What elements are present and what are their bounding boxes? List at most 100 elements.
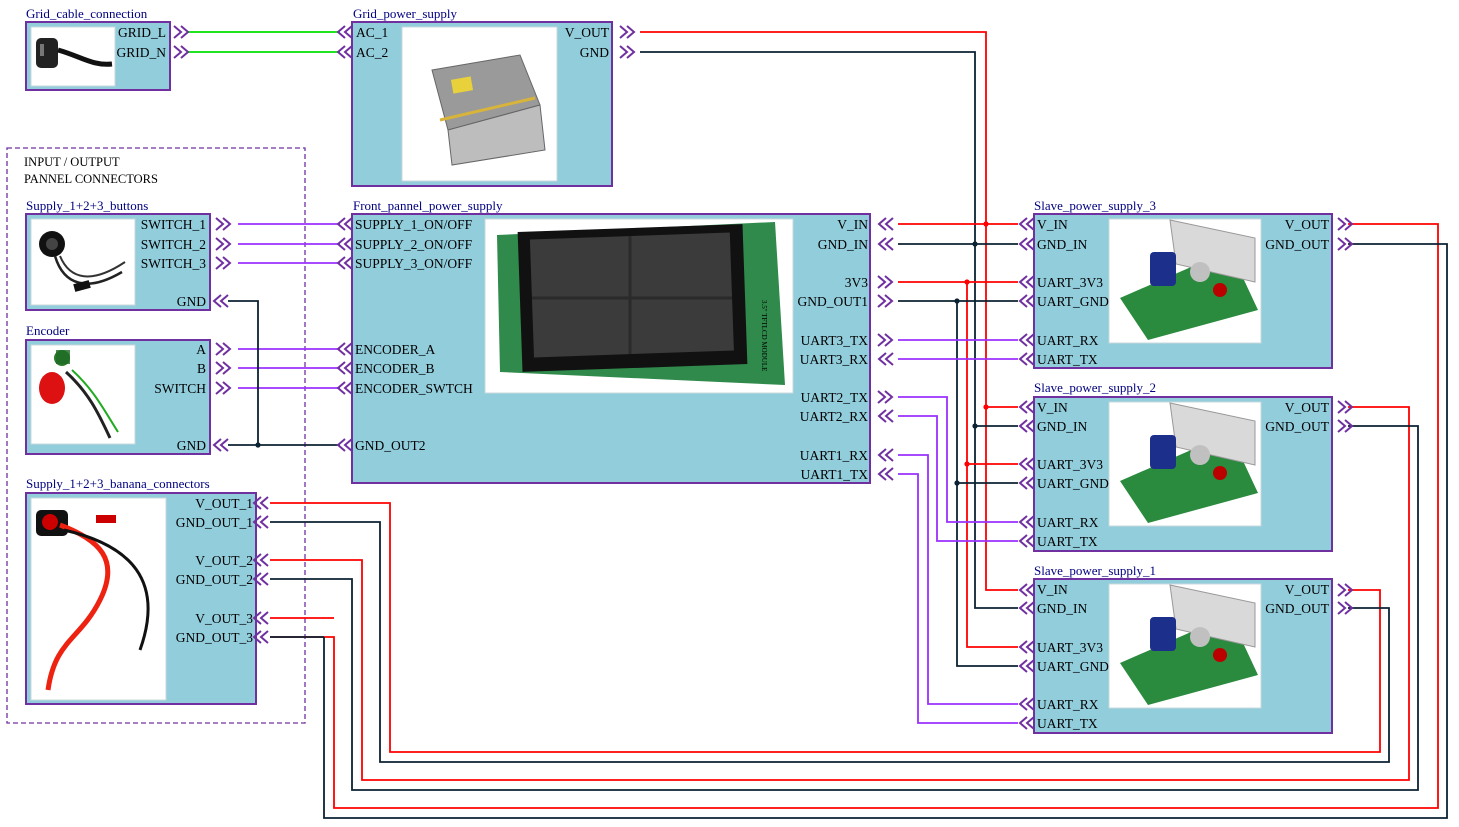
- port-gndout2: GND_OUT_2: [176, 572, 253, 587]
- port-s2-gndin: GND_IN: [1037, 419, 1087, 434]
- block-title-slave3: Slave_power_supply_3: [1034, 198, 1156, 213]
- connector-chevron: [1027, 353, 1034, 365]
- port-front-uart2-rx: UART2_RX: [800, 409, 868, 424]
- port-front-3v3: 3V3: [845, 275, 868, 290]
- connector-chevron: [345, 439, 352, 451]
- block-title-banana: Supply_1+2+3_banana_connectors: [26, 476, 210, 491]
- connector-chevron: [886, 353, 893, 365]
- wire-uart1-tx: [898, 474, 1018, 723]
- connector-chevron: [1027, 295, 1034, 307]
- connector-chevron: [1027, 477, 1034, 489]
- port-s3-vout: V_OUT: [1285, 217, 1330, 232]
- connector-chevron: [1027, 334, 1034, 346]
- port-grid-n: GRID_N: [117, 45, 167, 60]
- port-s2-uartgnd: UART_GND: [1037, 476, 1109, 491]
- port-switch2: SWITCH_2: [141, 237, 206, 252]
- port-encoder-a: A: [196, 342, 206, 357]
- connector-chevron: [1338, 218, 1345, 230]
- port-s3-vin: V_IN: [1037, 217, 1068, 232]
- port-s3-gndout: GND_OUT: [1265, 237, 1329, 252]
- port-s2-uarttx: UART_TX: [1037, 534, 1098, 549]
- port-s1-vin: V_IN: [1037, 582, 1068, 597]
- port-encoder-gnd: GND: [177, 438, 206, 453]
- connector-chevron: [345, 257, 352, 269]
- display-image: 3.5" TFTLCD MODULE: [497, 222, 785, 385]
- connector-chevron: [261, 516, 268, 528]
- connector-chevron: [878, 276, 885, 288]
- port-ac2: AC_2: [356, 45, 388, 60]
- connector-chevron: [620, 26, 627, 38]
- connector-chevron: [878, 391, 885, 403]
- panel-title-line1: INPUT / OUTPUT: [24, 155, 120, 169]
- connector-chevron: [221, 295, 228, 307]
- connector-chevron: [1338, 420, 1345, 432]
- connector-chevron: [1027, 401, 1034, 413]
- connector-chevron: [1027, 535, 1034, 547]
- connector-chevron: [1027, 458, 1034, 470]
- connector-chevron: [345, 26, 352, 38]
- port-encoder-switch: SWITCH: [154, 381, 206, 396]
- connector-chevron: [886, 468, 893, 480]
- connector-chevron: [886, 218, 893, 230]
- connector-chevron: [1027, 717, 1034, 729]
- port-encoder-b: B: [197, 361, 206, 376]
- port-front-gndout1: GND_OUT1: [798, 294, 869, 309]
- block-title-slave2: Slave_power_supply_2: [1034, 380, 1156, 395]
- connector-chevron: [174, 46, 181, 58]
- connector-chevron: [1027, 218, 1034, 230]
- port-switch3: SWITCH_3: [141, 256, 206, 271]
- port-ac1: AC_1: [356, 25, 388, 40]
- connector-chevron: [345, 382, 352, 394]
- connector-chevron: [1338, 602, 1345, 614]
- connector-chevron: [261, 554, 268, 566]
- port-front-vin: V_IN: [837, 217, 868, 232]
- port-s2-uart3v3: UART_3V3: [1037, 457, 1103, 472]
- connector-chevron: [886, 449, 893, 461]
- port-front-gndin: GND_IN: [818, 237, 868, 252]
- panel-title-line2: PANNEL CONNECTORS: [24, 172, 158, 186]
- port-s1-uartgnd: UART_GND: [1037, 659, 1109, 674]
- connector-chevron: [174, 26, 181, 38]
- connector-chevron: [886, 238, 893, 250]
- port-s1-gndin: GND_IN: [1037, 601, 1087, 616]
- port-supply3: SUPPLY_3_ON/OFF: [355, 256, 473, 271]
- connector-chevron: [261, 497, 268, 509]
- connector-chevron: [620, 46, 627, 58]
- block-title-grid-cable: Grid_cable_connection: [26, 6, 148, 21]
- connector-chevron: [216, 257, 223, 269]
- connector-chevron: [345, 362, 352, 374]
- port-s3-gndin: GND_IN: [1037, 237, 1087, 252]
- port-vout2: V_OUT_2: [195, 553, 253, 568]
- port-s3-uarttx: UART_TX: [1037, 352, 1098, 367]
- connector-chevron: [1027, 516, 1034, 528]
- connector-chevron: [1027, 641, 1034, 653]
- connector-chevron: [261, 631, 268, 643]
- connector-chevron: [216, 218, 223, 230]
- connector-chevron: [878, 334, 885, 346]
- display-module-label: 3.5" TFTLCD MODULE: [760, 300, 768, 371]
- port-s3-uartgnd: UART_GND: [1037, 294, 1109, 309]
- port-s3-uartrx: UART_RX: [1037, 333, 1099, 348]
- port-s1-uart3v3: UART_3V3: [1037, 640, 1103, 655]
- connector-chevron: [1027, 660, 1034, 672]
- port-s2-uartrx: UART_RX: [1037, 515, 1099, 530]
- block-title-slave1: Slave_power_supply_1: [1034, 563, 1156, 578]
- connector-chevron: [345, 218, 352, 230]
- connector-chevron: [1027, 420, 1034, 432]
- port-front-encoder-a: ENCODER_A: [355, 342, 435, 357]
- connector-chevron: [216, 382, 223, 394]
- block-title-buttons: Supply_1+2+3_buttons: [26, 198, 148, 213]
- connector-chevron: [345, 238, 352, 250]
- port-s3-uart3v3: UART_3V3: [1037, 275, 1103, 290]
- connector-chevron: [878, 295, 885, 307]
- port-vout1: V_OUT_1: [195, 496, 253, 511]
- port-gndout1: GND_OUT_1: [176, 515, 253, 530]
- connector-chevron: [1027, 602, 1034, 614]
- connector-chevron: [1027, 584, 1034, 596]
- port-front-encoder-b: ENCODER_B: [355, 361, 435, 376]
- port-s2-vout: V_OUT: [1285, 400, 1330, 415]
- port-vout: V_OUT: [565, 25, 610, 40]
- port-front-uart2-tx: UART2_TX: [801, 390, 869, 405]
- port-front-encoder-switch: ENCODER_SWTCH: [355, 381, 473, 396]
